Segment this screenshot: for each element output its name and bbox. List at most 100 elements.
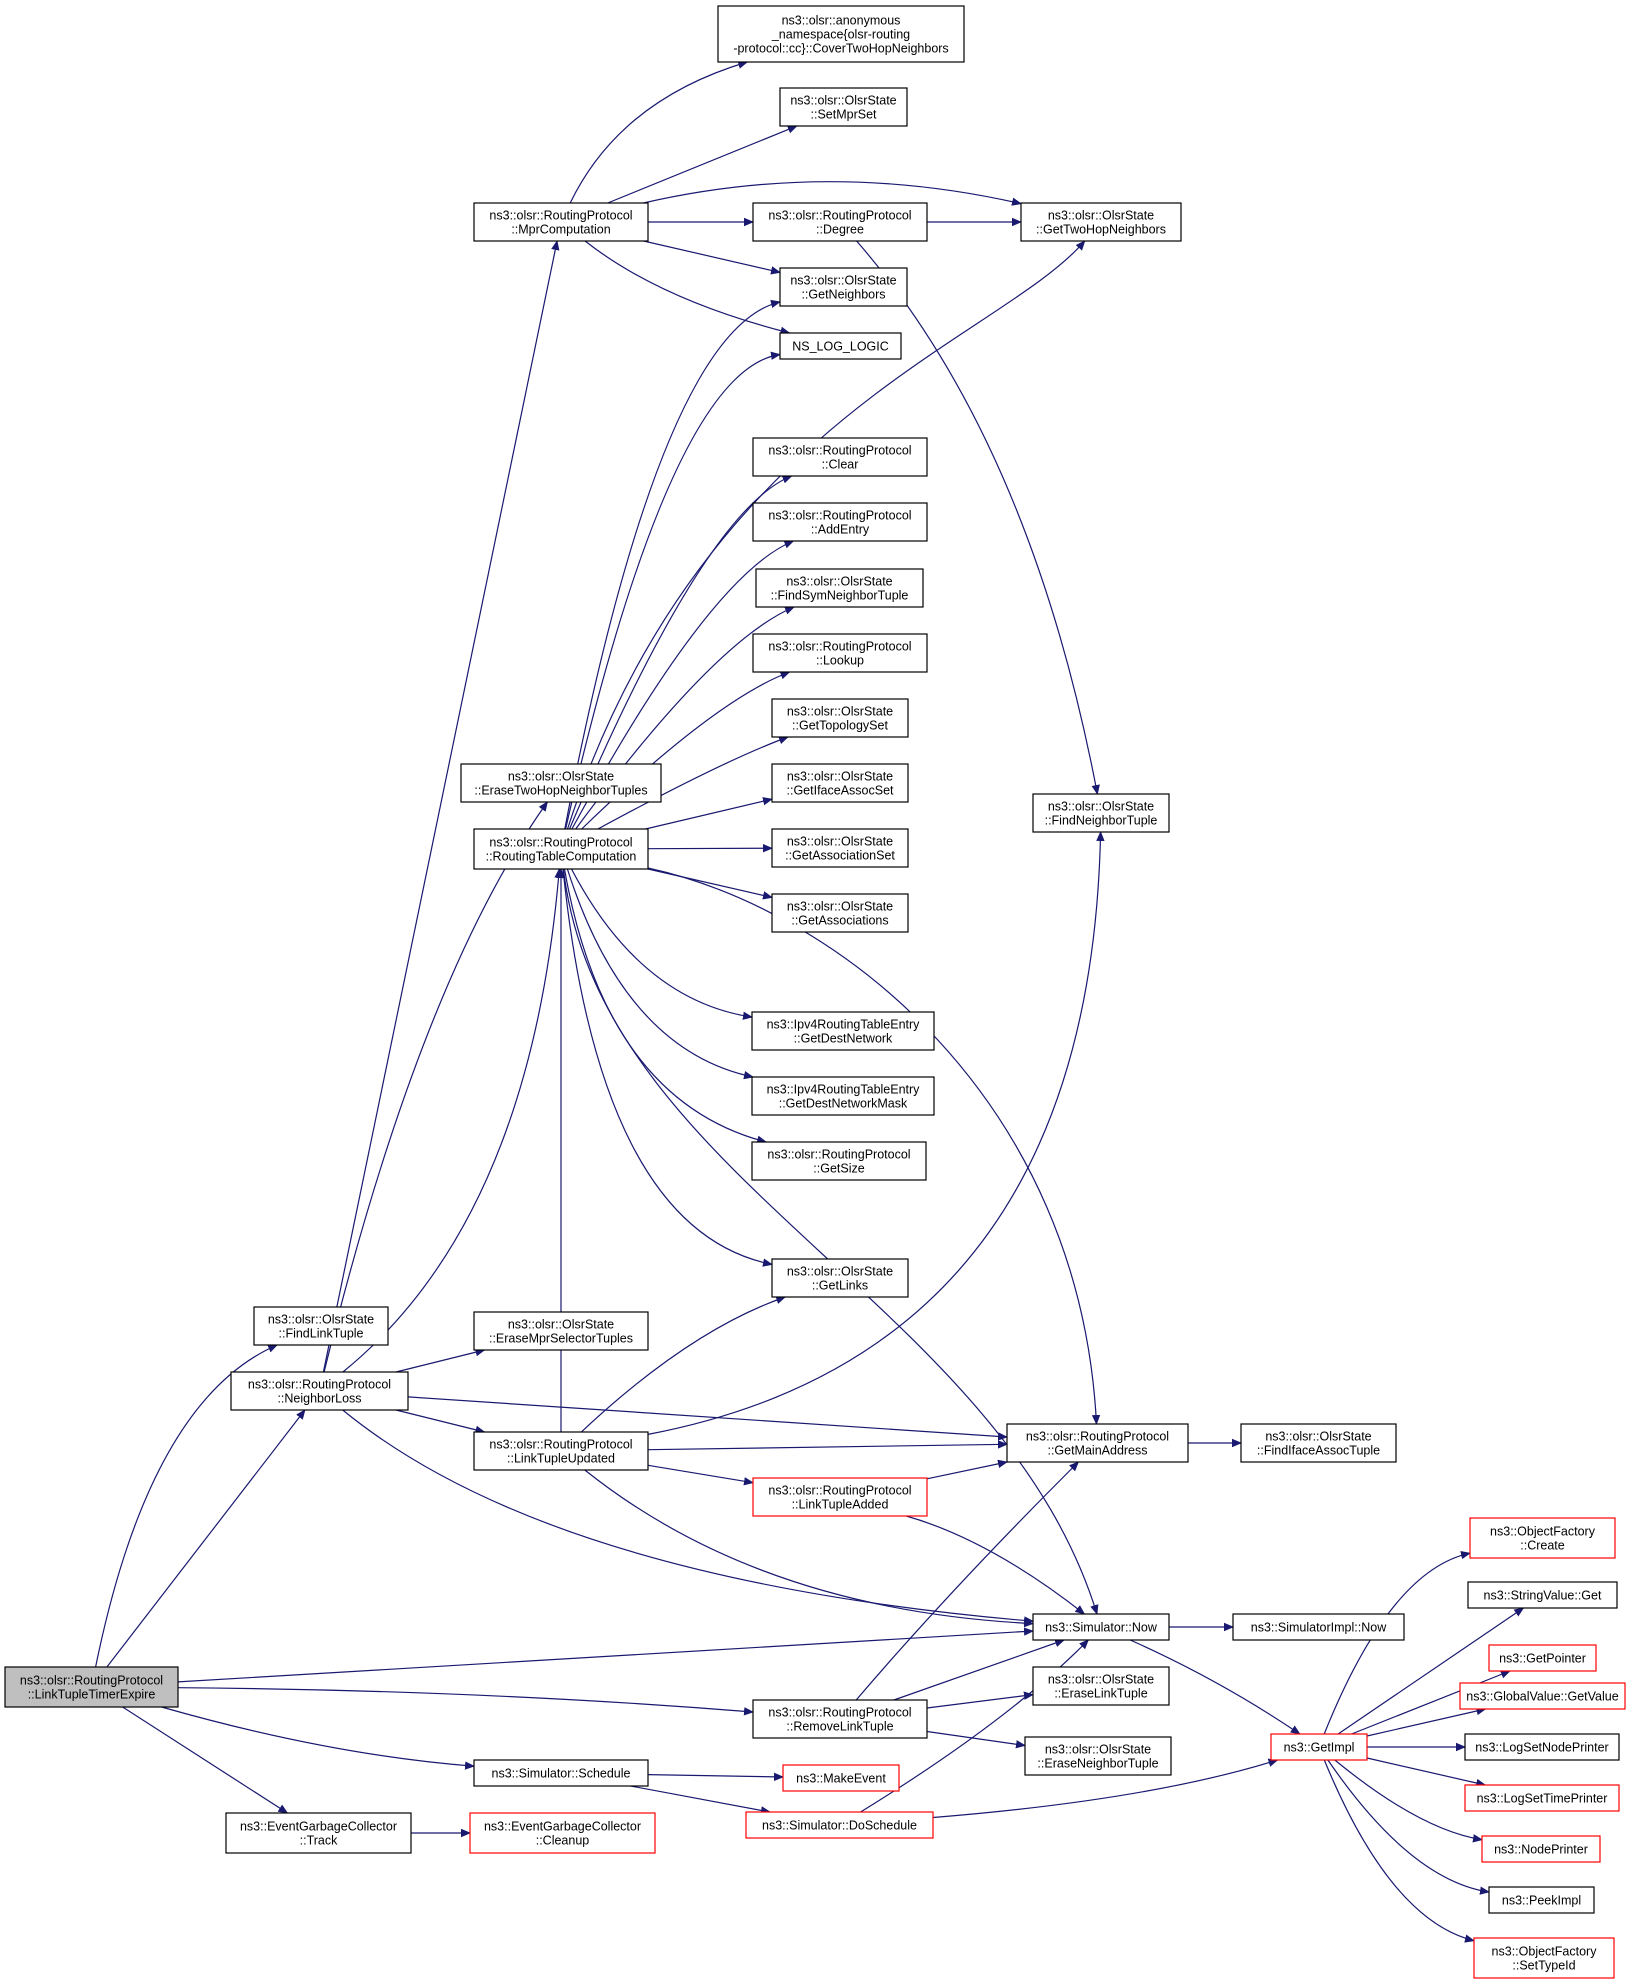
node-label-line: ::GetDestNetworkMask bbox=[779, 1097, 908, 1111]
node-findneigh[interactable]: ns3::olsr::OlsrState::FindNeighborTuple bbox=[1032, 793, 1170, 833]
node-logtime[interactable]: ns3::LogSetTimePrinter bbox=[1464, 1784, 1620, 1812]
node-ofsettype[interactable]: ns3::ObjectFactory::SetTypeId bbox=[1473, 1937, 1615, 1979]
node-eraseneigh[interactable]: ns3::olsr::OlsrState::EraseNeighborTuple bbox=[1024, 1736, 1172, 1776]
node-label-line: ::FindLinkTuple bbox=[279, 1327, 364, 1341]
node-root[interactable]: ns3::olsr::RoutingProtocol::LinkTupleTim… bbox=[4, 1666, 179, 1708]
node-nodeprinter[interactable]: ns3::NodePrinter bbox=[1481, 1835, 1601, 1863]
node-box bbox=[1464, 1733, 1620, 1761]
edge-rtcomp-to-getlinks bbox=[562, 868, 773, 1267]
node-getassocset[interactable]: ns3::olsr::OlsrState::GetAssociationSet bbox=[771, 828, 909, 868]
edge-rtcomp-to-getneigh bbox=[564, 299, 781, 830]
node-box bbox=[1032, 1613, 1170, 1641]
node-lookup[interactable]: ns3::olsr::RoutingProtocol::Lookup bbox=[752, 633, 928, 673]
node-gettopo[interactable]: ns3::olsr::OlsrState::GetTopologySet bbox=[771, 698, 909, 738]
node-dosched[interactable]: ns3::Simulator::DoSchedule bbox=[745, 1811, 934, 1839]
node-erasetwohop[interactable]: ns3::olsr::OlsrState::EraseTwoHopNeighbo… bbox=[460, 763, 662, 803]
node-label-line: ::LinkTupleAdded bbox=[792, 1498, 889, 1512]
edge-getimpl-to-logtime bbox=[1366, 1757, 1487, 1788]
node-rtcomp[interactable]: ns3::olsr::RoutingProtocol::RoutingTable… bbox=[473, 828, 649, 870]
node-cover[interactable]: ns3::olsr::anonymous_namespace{olsr-rout… bbox=[717, 5, 965, 63]
node-getsize[interactable]: ns3::olsr::RoutingProtocol::GetSize bbox=[751, 1141, 927, 1181]
node-getimpl[interactable]: ns3::GetImpl bbox=[1270, 1733, 1368, 1761]
node-label-line: ::GetLinks bbox=[812, 1279, 868, 1293]
node-label-line: ns3::olsr::OlsrState bbox=[790, 274, 896, 288]
node-box bbox=[752, 202, 928, 242]
node-box bbox=[1032, 793, 1170, 833]
node-strget[interactable]: ns3::StringValue::Get bbox=[1467, 1581, 1618, 1609]
node-lognode[interactable]: ns3::LogSetNodePrinter bbox=[1464, 1733, 1620, 1761]
node-egcclean[interactable]: ns3::EventGarbageCollector::Cleanup bbox=[469, 1812, 656, 1854]
node-label-line: ns3::olsr::OlsrState bbox=[790, 94, 896, 108]
edge-linkupd-to-linkadded bbox=[647, 1464, 754, 1486]
edge-root-to-removelink bbox=[177, 1687, 754, 1716]
node-label-line: ns3::olsr::OlsrState bbox=[787, 770, 893, 784]
edge-root-to-neighloss bbox=[106, 1409, 306, 1668]
node-simsched[interactable]: ns3::Simulator::Schedule bbox=[473, 1759, 649, 1787]
node-eraselink[interactable]: ns3::olsr::OlsrState::EraseLinkTuple bbox=[1032, 1666, 1170, 1706]
node-setmpr[interactable]: ns3::olsr::OlsrState::SetMprSet bbox=[779, 87, 908, 127]
node-globget[interactable]: ns3::GlobalValue::GetValue bbox=[1459, 1682, 1626, 1710]
node-label-line: ns3::olsr::OlsrState bbox=[1265, 1430, 1371, 1444]
edge-rtcomp-to-getdestnet bbox=[570, 868, 753, 1020]
edge-neighloss-to-erasempr bbox=[395, 1348, 486, 1373]
node-linkadded[interactable]: ns3::olsr::RoutingProtocol::LinkTupleAdd… bbox=[752, 1477, 928, 1517]
node-box bbox=[1469, 1517, 1616, 1559]
node-label-line: ns3::EventGarbageCollector bbox=[240, 1820, 397, 1834]
edge-rtcomp-to-clear bbox=[568, 475, 793, 830]
node-findlink[interactable]: ns3::olsr::OlsrState::FindLinkTuple bbox=[253, 1306, 389, 1346]
node-getmain[interactable]: ns3::olsr::RoutingProtocol::GetMainAddre… bbox=[1006, 1423, 1189, 1463]
node-linkupd[interactable]: ns3::olsr::RoutingProtocol::LinkTupleUpd… bbox=[473, 1431, 649, 1471]
node-box bbox=[752, 1699, 928, 1739]
node-box bbox=[473, 1311, 649, 1351]
node-erasempr[interactable]: ns3::olsr::OlsrState::EraseMprSelectorTu… bbox=[473, 1311, 649, 1351]
node-label-line: ns3::Ipv4RoutingTableEntry bbox=[767, 1018, 921, 1032]
node-box bbox=[473, 1431, 649, 1471]
node-addentry[interactable]: ns3::olsr::RoutingProtocol::AddEntry bbox=[752, 502, 928, 542]
node-getiface[interactable]: ns3::olsr::OlsrState::GetIfaceAssocSet bbox=[771, 763, 909, 803]
edge-dosched-to-getimpl bbox=[932, 1758, 1279, 1819]
node-label-line: ns3::olsr::OlsrState bbox=[1048, 1673, 1154, 1687]
node-label-line: ns3::GetImpl bbox=[1284, 1741, 1355, 1755]
node-label-line: ::Track bbox=[300, 1834, 338, 1848]
node-simimplnow[interactable]: ns3::SimulatorImpl::Now bbox=[1232, 1613, 1405, 1641]
node-simnow[interactable]: ns3::Simulator::Now bbox=[1032, 1613, 1170, 1641]
edge-getimpl-to-ofcreate bbox=[1323, 1550, 1471, 1735]
node-findifaceassoc[interactable]: ns3::olsr::OlsrState::FindIfaceAssocTupl… bbox=[1240, 1423, 1397, 1463]
node-box bbox=[473, 202, 649, 242]
node-label-line: ns3::olsr::OlsrState bbox=[1048, 209, 1154, 223]
edge-rtcomp-to-gettwohop bbox=[566, 240, 1086, 830]
node-getassocs[interactable]: ns3::olsr::OlsrState::GetAssociations bbox=[771, 893, 909, 933]
node-findsym[interactable]: ns3::olsr::OlsrState::FindSymNeighborTup… bbox=[755, 568, 924, 608]
node-degree[interactable]: ns3::olsr::RoutingProtocol::Degree bbox=[752, 202, 928, 242]
node-box bbox=[460, 763, 662, 803]
node-clear[interactable]: ns3::olsr::RoutingProtocol::Clear bbox=[752, 437, 928, 477]
node-getdestmask[interactable]: ns3::Ipv4RoutingTableEntry::GetDestNetwo… bbox=[751, 1076, 935, 1116]
node-mprcomp[interactable]: ns3::olsr::RoutingProtocol::MprComputati… bbox=[473, 202, 649, 242]
node-egctrack[interactable]: ns3::EventGarbageCollector::Track bbox=[225, 1812, 412, 1854]
node-ofcreate[interactable]: ns3::ObjectFactory::Create bbox=[1469, 1517, 1616, 1559]
node-box bbox=[779, 332, 902, 360]
node-box bbox=[1006, 1423, 1189, 1463]
node-peekimpl[interactable]: ns3::PeekImpl bbox=[1488, 1886, 1595, 1914]
node-gettwohop[interactable]: ns3::olsr::OlsrState::GetTwoHopNeighbors bbox=[1020, 202, 1182, 242]
node-getneigh[interactable]: ns3::olsr::OlsrState::GetNeighbors bbox=[779, 267, 908, 307]
edge-neighloss-to-linkupd bbox=[395, 1409, 486, 1434]
node-label-line: ::EraseLinkTuple bbox=[1054, 1687, 1147, 1701]
node-getlinks[interactable]: ns3::olsr::OlsrState::GetLinks bbox=[771, 1258, 909, 1298]
node-label-line: ns3::Simulator::Now bbox=[1045, 1621, 1158, 1635]
node-getdestnet[interactable]: ns3::Ipv4RoutingTableEntry::GetDestNetwo… bbox=[751, 1011, 935, 1051]
node-box bbox=[751, 1076, 935, 1116]
node-box bbox=[771, 1258, 909, 1298]
node-box bbox=[1473, 1937, 1615, 1979]
node-neighloss[interactable]: ns3::olsr::RoutingProtocol::NeighborLoss bbox=[230, 1371, 409, 1411]
edge-rtcomp-to-getsize bbox=[563, 868, 768, 1144]
node-label-line: ::RoutingTableComputation bbox=[486, 850, 637, 864]
edge-rtcomp-to-getassocset bbox=[647, 844, 773, 853]
node-getptr[interactable]: ns3::GetPointer bbox=[1488, 1644, 1597, 1672]
function-nodes: ns3::olsr::RoutingProtocol::LinkTupleTim… bbox=[4, 5, 1626, 1979]
node-nslog[interactable]: NS_LOG_LOGIC bbox=[779, 332, 902, 360]
node-makeevent[interactable]: ns3::MakeEvent bbox=[782, 1764, 900, 1792]
node-box bbox=[1464, 1784, 1620, 1812]
node-removelink[interactable]: ns3::olsr::RoutingProtocol::RemoveLinkTu… bbox=[752, 1699, 928, 1739]
